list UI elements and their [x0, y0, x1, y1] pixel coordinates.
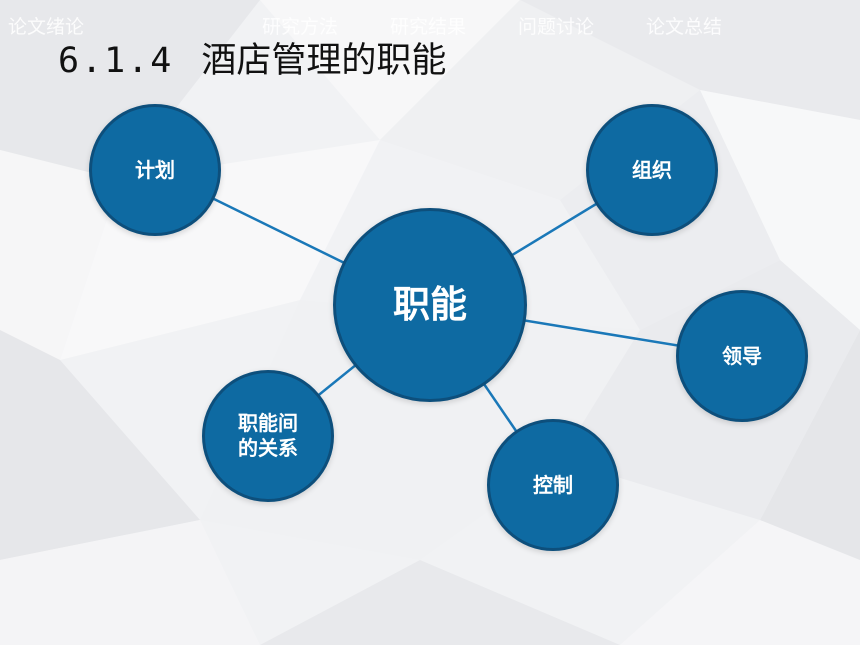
- node-lead: 领导: [676, 290, 808, 422]
- node-control: 控制: [487, 419, 619, 551]
- center-label: 职能: [393, 282, 467, 326]
- node-relations-text: 职能间 的关系: [238, 411, 298, 461]
- node-plan: 计划: [89, 104, 221, 236]
- node-relations-line2: 的关系: [238, 436, 298, 460]
- nav-item-discussion[interactable]: 问题讨论: [518, 16, 595, 38]
- nav-item-intro[interactable]: 论文绪论: [8, 16, 85, 38]
- section-number: 6.1.4: [58, 41, 174, 81]
- node-organize: 组织: [586, 104, 718, 236]
- nav-item-method[interactable]: 研究方法: [262, 16, 339, 38]
- node-control-label: 控制: [533, 472, 573, 497]
- node-relations: 职能间 的关系: [202, 370, 334, 502]
- node-relations-line1: 职能间: [238, 411, 298, 435]
- page-title: 6.1.4 酒店管理的职能: [58, 38, 446, 84]
- node-lead-label: 领导: [722, 343, 762, 368]
- section-title: 酒店管理的职能: [201, 41, 447, 81]
- nav-item-results[interactable]: 研究结果: [390, 16, 467, 38]
- node-plan-label: 计划: [135, 157, 175, 182]
- node-organize-label: 组织: [632, 157, 672, 182]
- node-center-functions: 职能: [333, 208, 527, 402]
- nav-item-summary[interactable]: 论文总结: [646, 16, 723, 38]
- top-navigation: 论文绪论 研究方法 研究结果 问题讨论 论文总结: [0, 12, 860, 42]
